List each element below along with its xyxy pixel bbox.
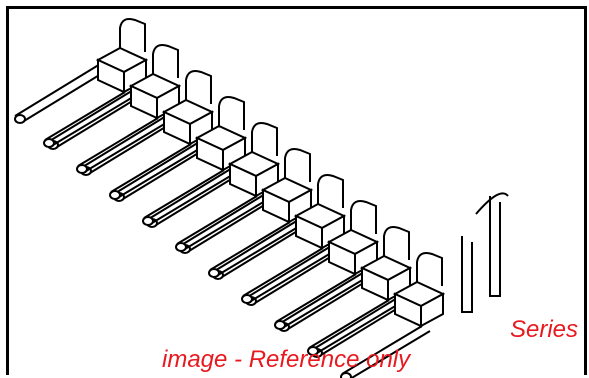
pin-tip xyxy=(241,294,253,304)
pin-line xyxy=(44,91,126,141)
pin-tail xyxy=(185,70,212,108)
pin-line xyxy=(311,291,408,351)
pin-tail xyxy=(383,226,410,264)
pin-line xyxy=(179,187,276,247)
pin-tip xyxy=(208,268,220,278)
pin-line xyxy=(143,169,225,219)
pin-line xyxy=(14,57,111,117)
pin-line xyxy=(316,304,398,354)
pin-tail xyxy=(416,252,443,290)
pin-tip xyxy=(175,242,187,252)
pin-tip xyxy=(142,216,154,226)
pin-line xyxy=(52,96,134,146)
pin-tip xyxy=(76,164,88,174)
pin-line xyxy=(308,299,390,349)
pin-tip xyxy=(43,138,55,148)
pin-line xyxy=(85,122,167,172)
pin-tail xyxy=(251,122,278,160)
pin-line xyxy=(80,109,177,169)
pin-line xyxy=(275,273,357,323)
pin-tail xyxy=(461,236,473,313)
pin-line xyxy=(349,330,431,378)
pin-tail xyxy=(284,148,311,186)
pin-line xyxy=(278,265,375,325)
pin-line xyxy=(283,278,365,328)
pin-line xyxy=(217,226,299,276)
pin-tail xyxy=(119,18,146,56)
pin-line xyxy=(212,213,309,273)
pin-tip xyxy=(274,320,286,330)
pin-line xyxy=(242,247,324,297)
pin-line xyxy=(184,200,266,250)
pin-row xyxy=(14,18,509,378)
reference-caption: image - Reference only xyxy=(162,346,411,373)
pin-line xyxy=(118,148,200,198)
pin-line xyxy=(77,117,159,167)
pin-tip xyxy=(340,372,352,378)
series-caption: Series xyxy=(510,316,579,343)
pin-line xyxy=(113,135,210,195)
pin-line xyxy=(47,83,144,143)
pin-tail xyxy=(350,200,377,238)
pin-line xyxy=(245,239,342,299)
pin-tail xyxy=(489,196,501,297)
housing xyxy=(95,46,446,328)
pin-tip xyxy=(307,346,319,356)
pin-tail xyxy=(218,96,245,134)
pin-line xyxy=(176,195,258,245)
pin-line xyxy=(110,143,192,193)
housing-front xyxy=(420,292,444,328)
pin-line xyxy=(250,252,332,302)
pin-tip xyxy=(109,190,121,200)
pin-tail xyxy=(317,174,344,212)
pin-line xyxy=(209,221,291,271)
pin-line xyxy=(151,174,233,224)
pin-line xyxy=(146,161,243,221)
pin-tail xyxy=(152,44,179,82)
pin-tail xyxy=(475,192,509,215)
pin-tip xyxy=(14,114,26,124)
pin-line xyxy=(341,325,423,375)
